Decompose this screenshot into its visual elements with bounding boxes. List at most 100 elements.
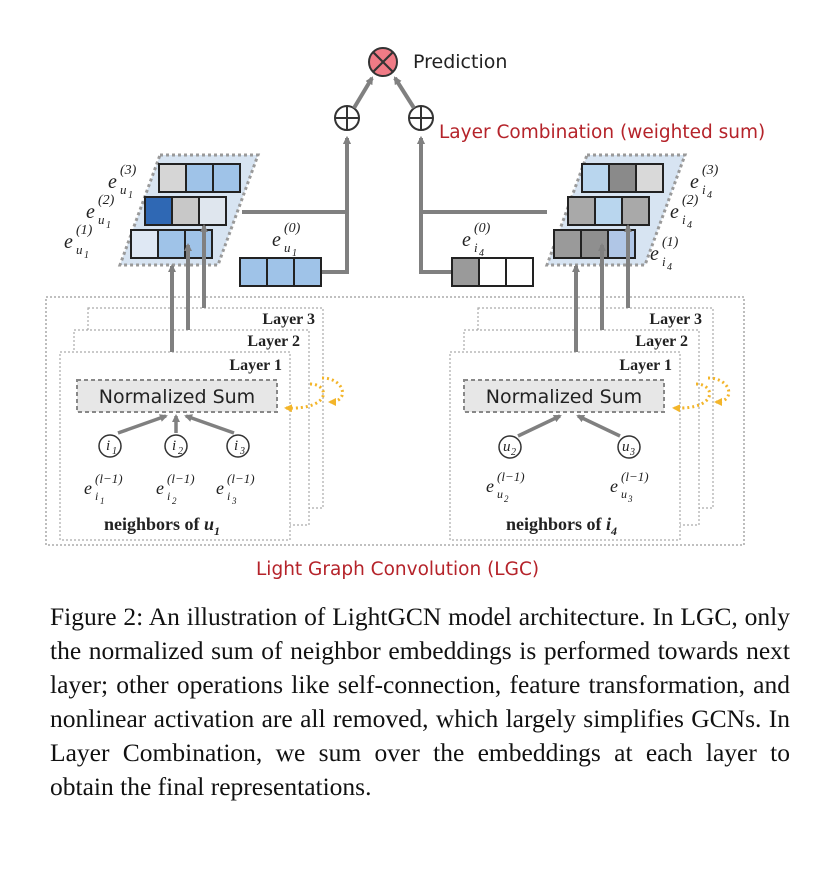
svg-text:e: e — [650, 243, 659, 265]
left-neighbor-node-2: i 2 — [164, 434, 188, 458]
left-initial-row-cell — [266, 257, 295, 287]
svg-text:4: 4 — [479, 248, 484, 259]
right-layer-row-cell — [635, 163, 664, 193]
svg-text:3: 3 — [629, 447, 635, 458]
svg-text:(l−1): (l−1) — [227, 471, 255, 486]
svg-text:(l−1): (l−1) — [95, 471, 123, 486]
svg-text:(l−1): (l−1) — [621, 469, 649, 484]
figure-label: Figure 2: — [50, 602, 144, 631]
svg-text:i: i — [474, 240, 478, 255]
right-neighbor-embedding-1: e (l−1) u 2 — [486, 469, 525, 504]
svg-text:(2): (2) — [682, 193, 699, 208]
right-layer-row-cell — [594, 196, 623, 226]
right-initial-row-cell — [451, 257, 480, 287]
right-layer-embedding-3: e (3) i 4 — [690, 163, 719, 201]
svg-text:e: e — [64, 231, 73, 253]
left-initial-row — [239, 257, 322, 287]
svg-text:1: 1 — [100, 496, 105, 506]
svg-text:u: u — [503, 439, 511, 455]
right-layer-embedding-2: e (2) i 4 — [670, 193, 699, 231]
combination-arrows — [242, 76, 547, 274]
svg-text:i: i — [227, 489, 230, 503]
lgc-label: Light Graph Convolution (LGC) — [256, 559, 539, 580]
svg-text:3: 3 — [627, 494, 633, 504]
svg-text:2: 2 — [178, 446, 183, 457]
right-layer2-label: Layer 2 — [635, 333, 688, 350]
svg-text:3: 3 — [231, 496, 237, 506]
right-normalized-sum: Normalized Sum — [463, 379, 665, 413]
lgc-container — [45, 296, 745, 546]
svg-text:neighbors of u1: neighbors of u1 — [104, 514, 220, 538]
left-layer-row-cell — [212, 163, 241, 193]
layer-combination-label: Layer Combination (weighted sum) — [439, 122, 765, 143]
svg-text:i: i — [702, 182, 706, 197]
right-layer-row — [581, 163, 664, 193]
svg-text:e: e — [486, 476, 494, 496]
svg-text:e: e — [272, 229, 281, 251]
left-layer-row — [130, 229, 213, 259]
svg-text:4: 4 — [687, 220, 692, 231]
right-layer-row-cell — [553, 229, 582, 259]
left-layer-row-cell — [157, 229, 186, 259]
svg-text:3: 3 — [239, 446, 245, 457]
svg-text:(1): (1) — [662, 235, 679, 250]
prediction-label: Prediction — [413, 51, 507, 73]
right-neighbor-arrows — [517, 414, 621, 438]
left-initial-embedding-label: e (0) u 1 — [272, 221, 301, 259]
left-neighbor-embedding-3: e (l−1) i 3 — [216, 471, 255, 506]
svg-text:e: e — [690, 171, 699, 193]
svg-text:u: u — [120, 182, 127, 197]
left-layer-row-cell — [171, 196, 200, 226]
right-layer-row — [553, 229, 636, 259]
svg-text:u: u — [76, 242, 83, 257]
svg-text:i: i — [662, 254, 666, 269]
right-layer3-label: Layer 3 — [649, 311, 702, 328]
svg-text:i: i — [95, 489, 98, 503]
svg-text:2: 2 — [504, 494, 509, 504]
svg-text:e: e — [610, 476, 618, 496]
svg-text:neighbors of i4: neighbors of i4 — [506, 514, 617, 538]
svg-text:1: 1 — [112, 446, 117, 457]
svg-text:e: e — [670, 201, 679, 223]
right-initial-row-cell — [505, 257, 534, 287]
svg-text:i: i — [234, 438, 238, 454]
right-neighbors-caption: neighbors of i4 — [506, 514, 617, 538]
right-initial-embedding — [451, 257, 534, 287]
left-layer-row — [158, 163, 241, 193]
svg-text:(0): (0) — [284, 221, 301, 236]
left-neighbor-embedding-1: e (l−1) i 1 — [84, 471, 123, 506]
svg-text:(3): (3) — [120, 163, 137, 178]
svg-text:Normalized Sum: Normalized Sum — [486, 386, 642, 408]
right-initial-row — [451, 257, 534, 287]
svg-text:(3): (3) — [702, 163, 719, 178]
left-layer-embedding-3: e (3) u 1 — [108, 163, 137, 201]
svg-text:1: 1 — [292, 248, 297, 259]
svg-text:2: 2 — [172, 496, 177, 506]
left-layer3-label: Layer 3 — [262, 311, 315, 328]
right-layer-stack: Layer 3 Layer 2 Layer 1 — [449, 307, 714, 541]
left-recursion-arrow — [284, 376, 344, 413]
left-neighbor-arrows — [117, 414, 235, 435]
svg-text:1: 1 — [106, 220, 111, 231]
right-neighbor-node-2: u 3 — [617, 435, 641, 459]
left-layer-row-cell — [158, 163, 187, 193]
svg-text:e: e — [156, 478, 164, 498]
right-layer-row-cell — [567, 196, 596, 226]
svg-text:i: i — [172, 438, 176, 454]
svg-text:4: 4 — [707, 190, 712, 201]
right-layer-row-cell — [607, 229, 636, 259]
left-layer-row-cell — [130, 229, 159, 259]
left-neighbors-caption: neighbors of u1 — [104, 514, 220, 538]
svg-text:e: e — [84, 478, 92, 498]
left-layer-embedding-2: e (2) u 1 — [86, 193, 115, 231]
svg-text:u: u — [98, 212, 105, 227]
left-initial-row-cell — [293, 257, 322, 287]
sum-node-left — [334, 105, 360, 131]
right-stack-arrows — [572, 224, 632, 352]
svg-text:u: u — [621, 487, 627, 501]
svg-text:(2): (2) — [98, 193, 115, 208]
right-layer-row-cell — [581, 163, 610, 193]
left-layer1-label: Layer 1 — [229, 357, 282, 374]
svg-text:2: 2 — [511, 447, 516, 458]
svg-text:Normalized Sum: Normalized Sum — [99, 386, 255, 408]
